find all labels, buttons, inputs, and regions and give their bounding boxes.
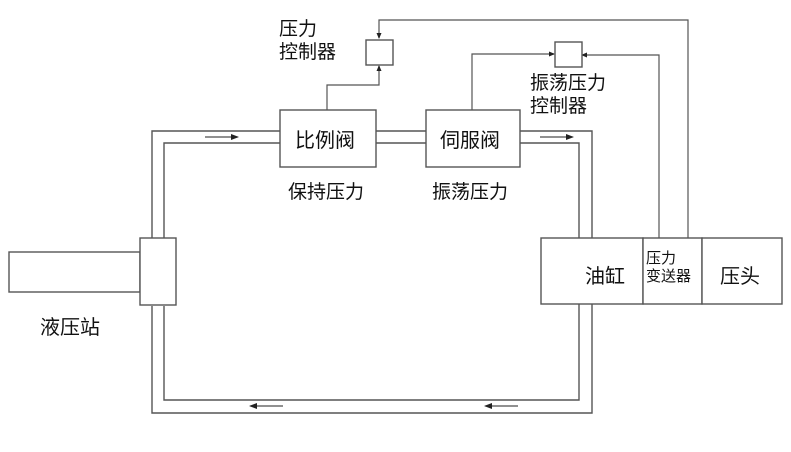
- press-head-box: [701, 237, 783, 305]
- pressure-transmitter-label: 压力 变送器: [646, 249, 691, 285]
- oscillation-controller-label: 振荡压力 控制器: [530, 72, 606, 118]
- proportional-valve-label: 比例阀: [295, 128, 355, 152]
- hydraulic-station-tank: [8, 251, 141, 293]
- hydraulic-station-label: 液压站: [40, 315, 100, 339]
- pressure-transmitter-label-line1: 压力: [646, 249, 677, 267]
- flow-arrows: [205, 134, 574, 409]
- oscillation-controller-box: [554, 41, 583, 68]
- hydraulic-station-pump: [139, 237, 177, 306]
- pipe-outer-right-top: [520, 130, 593, 238]
- press-head-label: 压头: [720, 264, 760, 288]
- pipe-inner-left-top: [163, 142, 280, 238]
- pressure-transmitter-label-line2: 变送器: [646, 267, 692, 285]
- pipe-outer-left-top: [151, 130, 280, 238]
- pressure-controller-label: 压力 控制器: [279, 18, 336, 64]
- proportional-valve-box: [279, 109, 377, 168]
- oscillation-pressure-label: 振荡压力: [432, 181, 509, 203]
- pipe-inner-bottom: [163, 304, 580, 401]
- servo-valve-box: [425, 109, 521, 168]
- holding-pressure-label: 保持压力: [288, 181, 365, 203]
- hydraulic-pipes: [151, 130, 593, 414]
- signal-transmitter-to-oscillation-controller: [581, 52, 660, 238]
- pressure-controller-box: [365, 39, 394, 66]
- cylinder-label: 油缸: [585, 264, 625, 288]
- pressure-controller-label-line1: 压力: [279, 18, 318, 40]
- cylinder-box: [540, 237, 644, 305]
- pipe-outer-bottom: [151, 304, 593, 414]
- servo-valve-label: 伺服阀: [440, 128, 500, 152]
- oscillation-controller-label-line1: 振荡压力: [530, 72, 607, 94]
- signal-transmitter-to-pressure-controller: [376, 19, 689, 238]
- signal-servo-valve-to-oscillation-controller: [471, 51, 555, 110]
- pressure-transmitter-box: [642, 237, 703, 305]
- signal-lines: [326, 19, 689, 238]
- signal-proportional-valve-to-pressure-controller: [326, 65, 382, 110]
- pipe-inner-right-top: [520, 142, 580, 238]
- pressure-controller-label-line2: 控制器: [279, 40, 337, 63]
- oscillation-controller-label-line2: 控制器: [530, 94, 588, 117]
